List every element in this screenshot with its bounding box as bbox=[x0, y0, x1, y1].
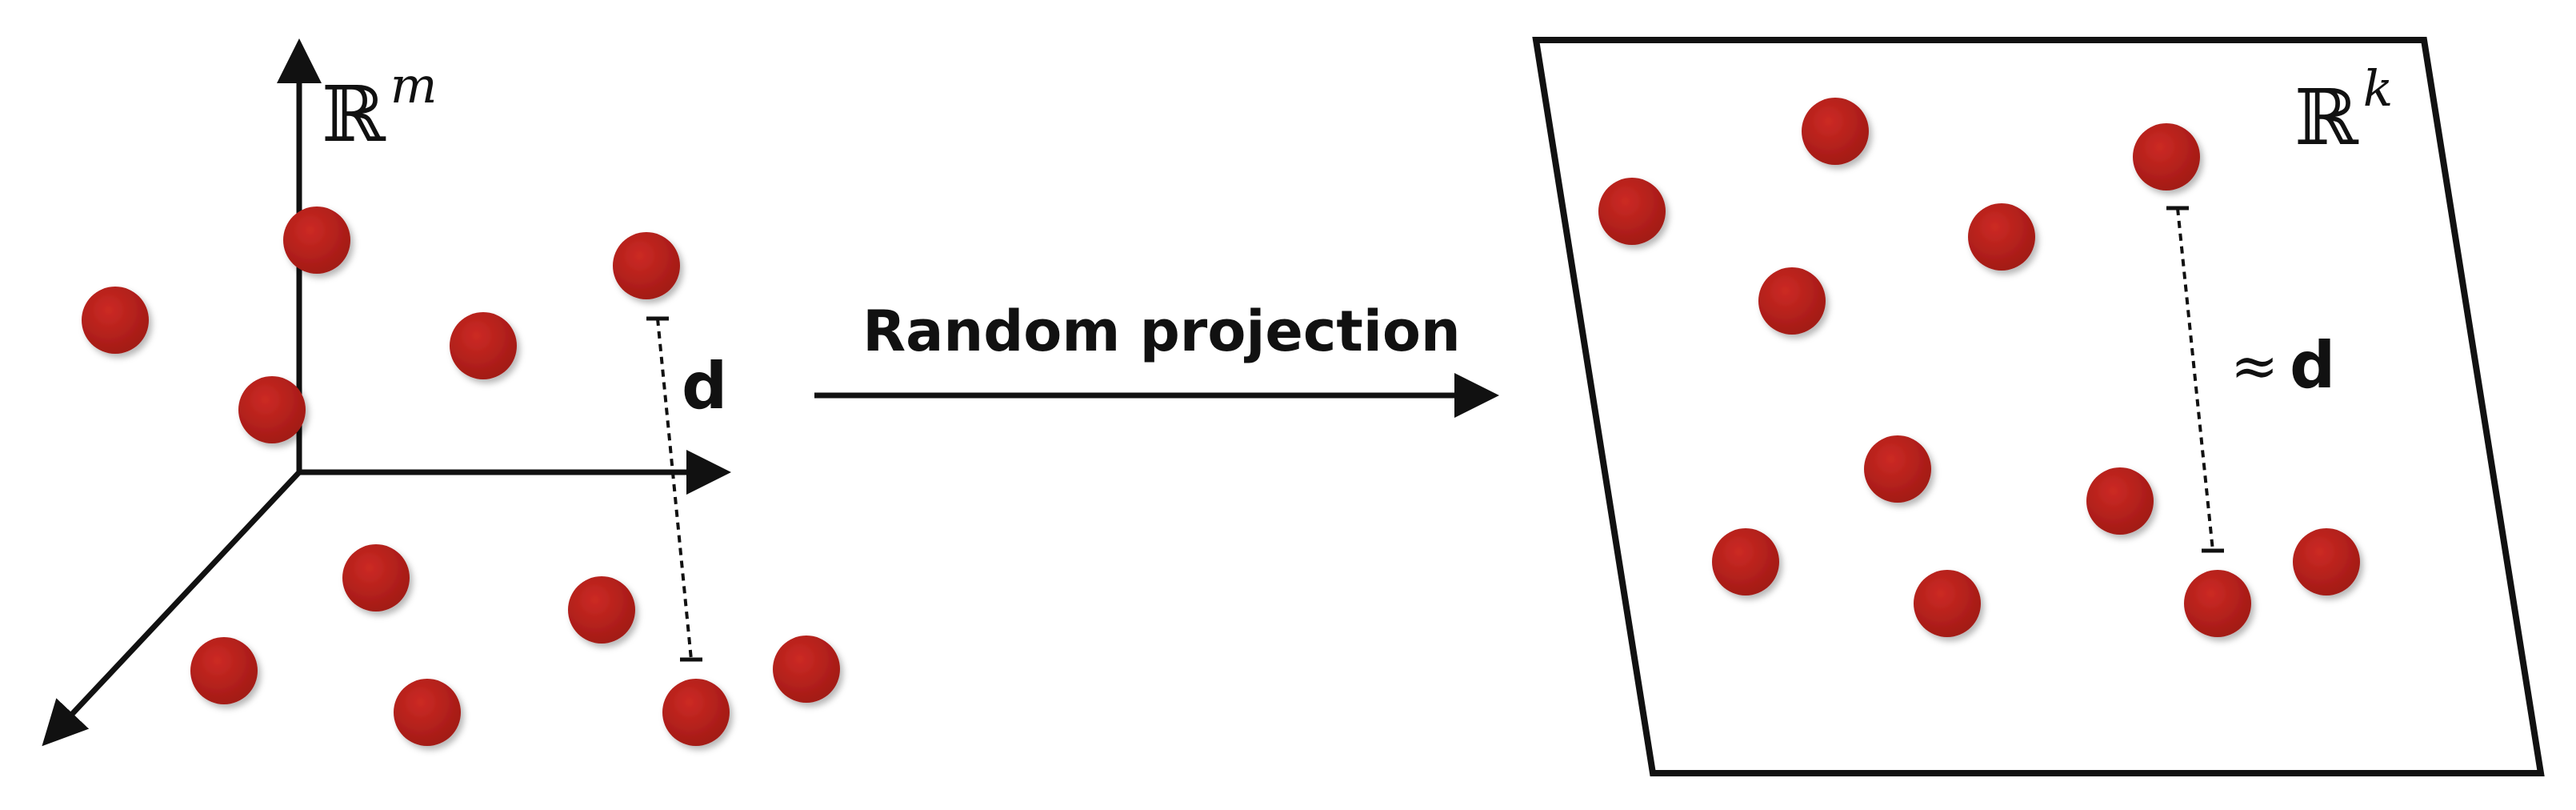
left-point bbox=[568, 576, 635, 644]
right-point bbox=[2133, 123, 2200, 190]
left-distance-indicator bbox=[646, 316, 702, 662]
right-point bbox=[2293, 528, 2360, 595]
right-point bbox=[1864, 435, 1931, 503]
left-point bbox=[82, 287, 149, 354]
left-space-label: ℝm bbox=[322, 56, 438, 159]
right-point bbox=[2086, 467, 2154, 535]
left-point bbox=[342, 544, 410, 612]
left-points bbox=[82, 207, 840, 746]
right-point bbox=[1712, 528, 1779, 595]
right-distance-approx: ≈ bbox=[2230, 332, 2278, 399]
left-space-superscript: m bbox=[390, 56, 438, 114]
left-point bbox=[238, 376, 306, 443]
left-point bbox=[394, 679, 461, 746]
right-point bbox=[1914, 570, 1981, 637]
left-point bbox=[773, 636, 840, 703]
left-point bbox=[450, 312, 517, 379]
right-space-symbol: ℝ bbox=[2294, 73, 2359, 162]
left-distance-line bbox=[656, 318, 693, 660]
projection-plane bbox=[1532, 37, 2545, 776]
right-space-superscript: k bbox=[2363, 59, 2394, 118]
right-point bbox=[1598, 178, 1666, 245]
right-point bbox=[2184, 570, 2251, 637]
left-distance-label: d bbox=[682, 349, 727, 423]
left-point bbox=[613, 232, 680, 299]
right-points bbox=[1598, 98, 2360, 637]
left-point bbox=[190, 637, 258, 704]
right-distance-indicator bbox=[2166, 206, 2224, 553]
right-distance-line bbox=[2176, 207, 2214, 551]
right-point bbox=[1802, 98, 1869, 165]
right-distance-label: d bbox=[2290, 328, 2335, 403]
left-point bbox=[662, 679, 730, 746]
diagonal-axis bbox=[42, 470, 302, 747]
left-point bbox=[283, 207, 350, 274]
projection-label: Random projection bbox=[862, 299, 1461, 364]
right-point bbox=[1758, 267, 1826, 335]
right-space-label: ℝk bbox=[2294, 59, 2393, 162]
right-point bbox=[1968, 203, 2035, 271]
left-space-symbol: ℝ bbox=[322, 70, 386, 159]
